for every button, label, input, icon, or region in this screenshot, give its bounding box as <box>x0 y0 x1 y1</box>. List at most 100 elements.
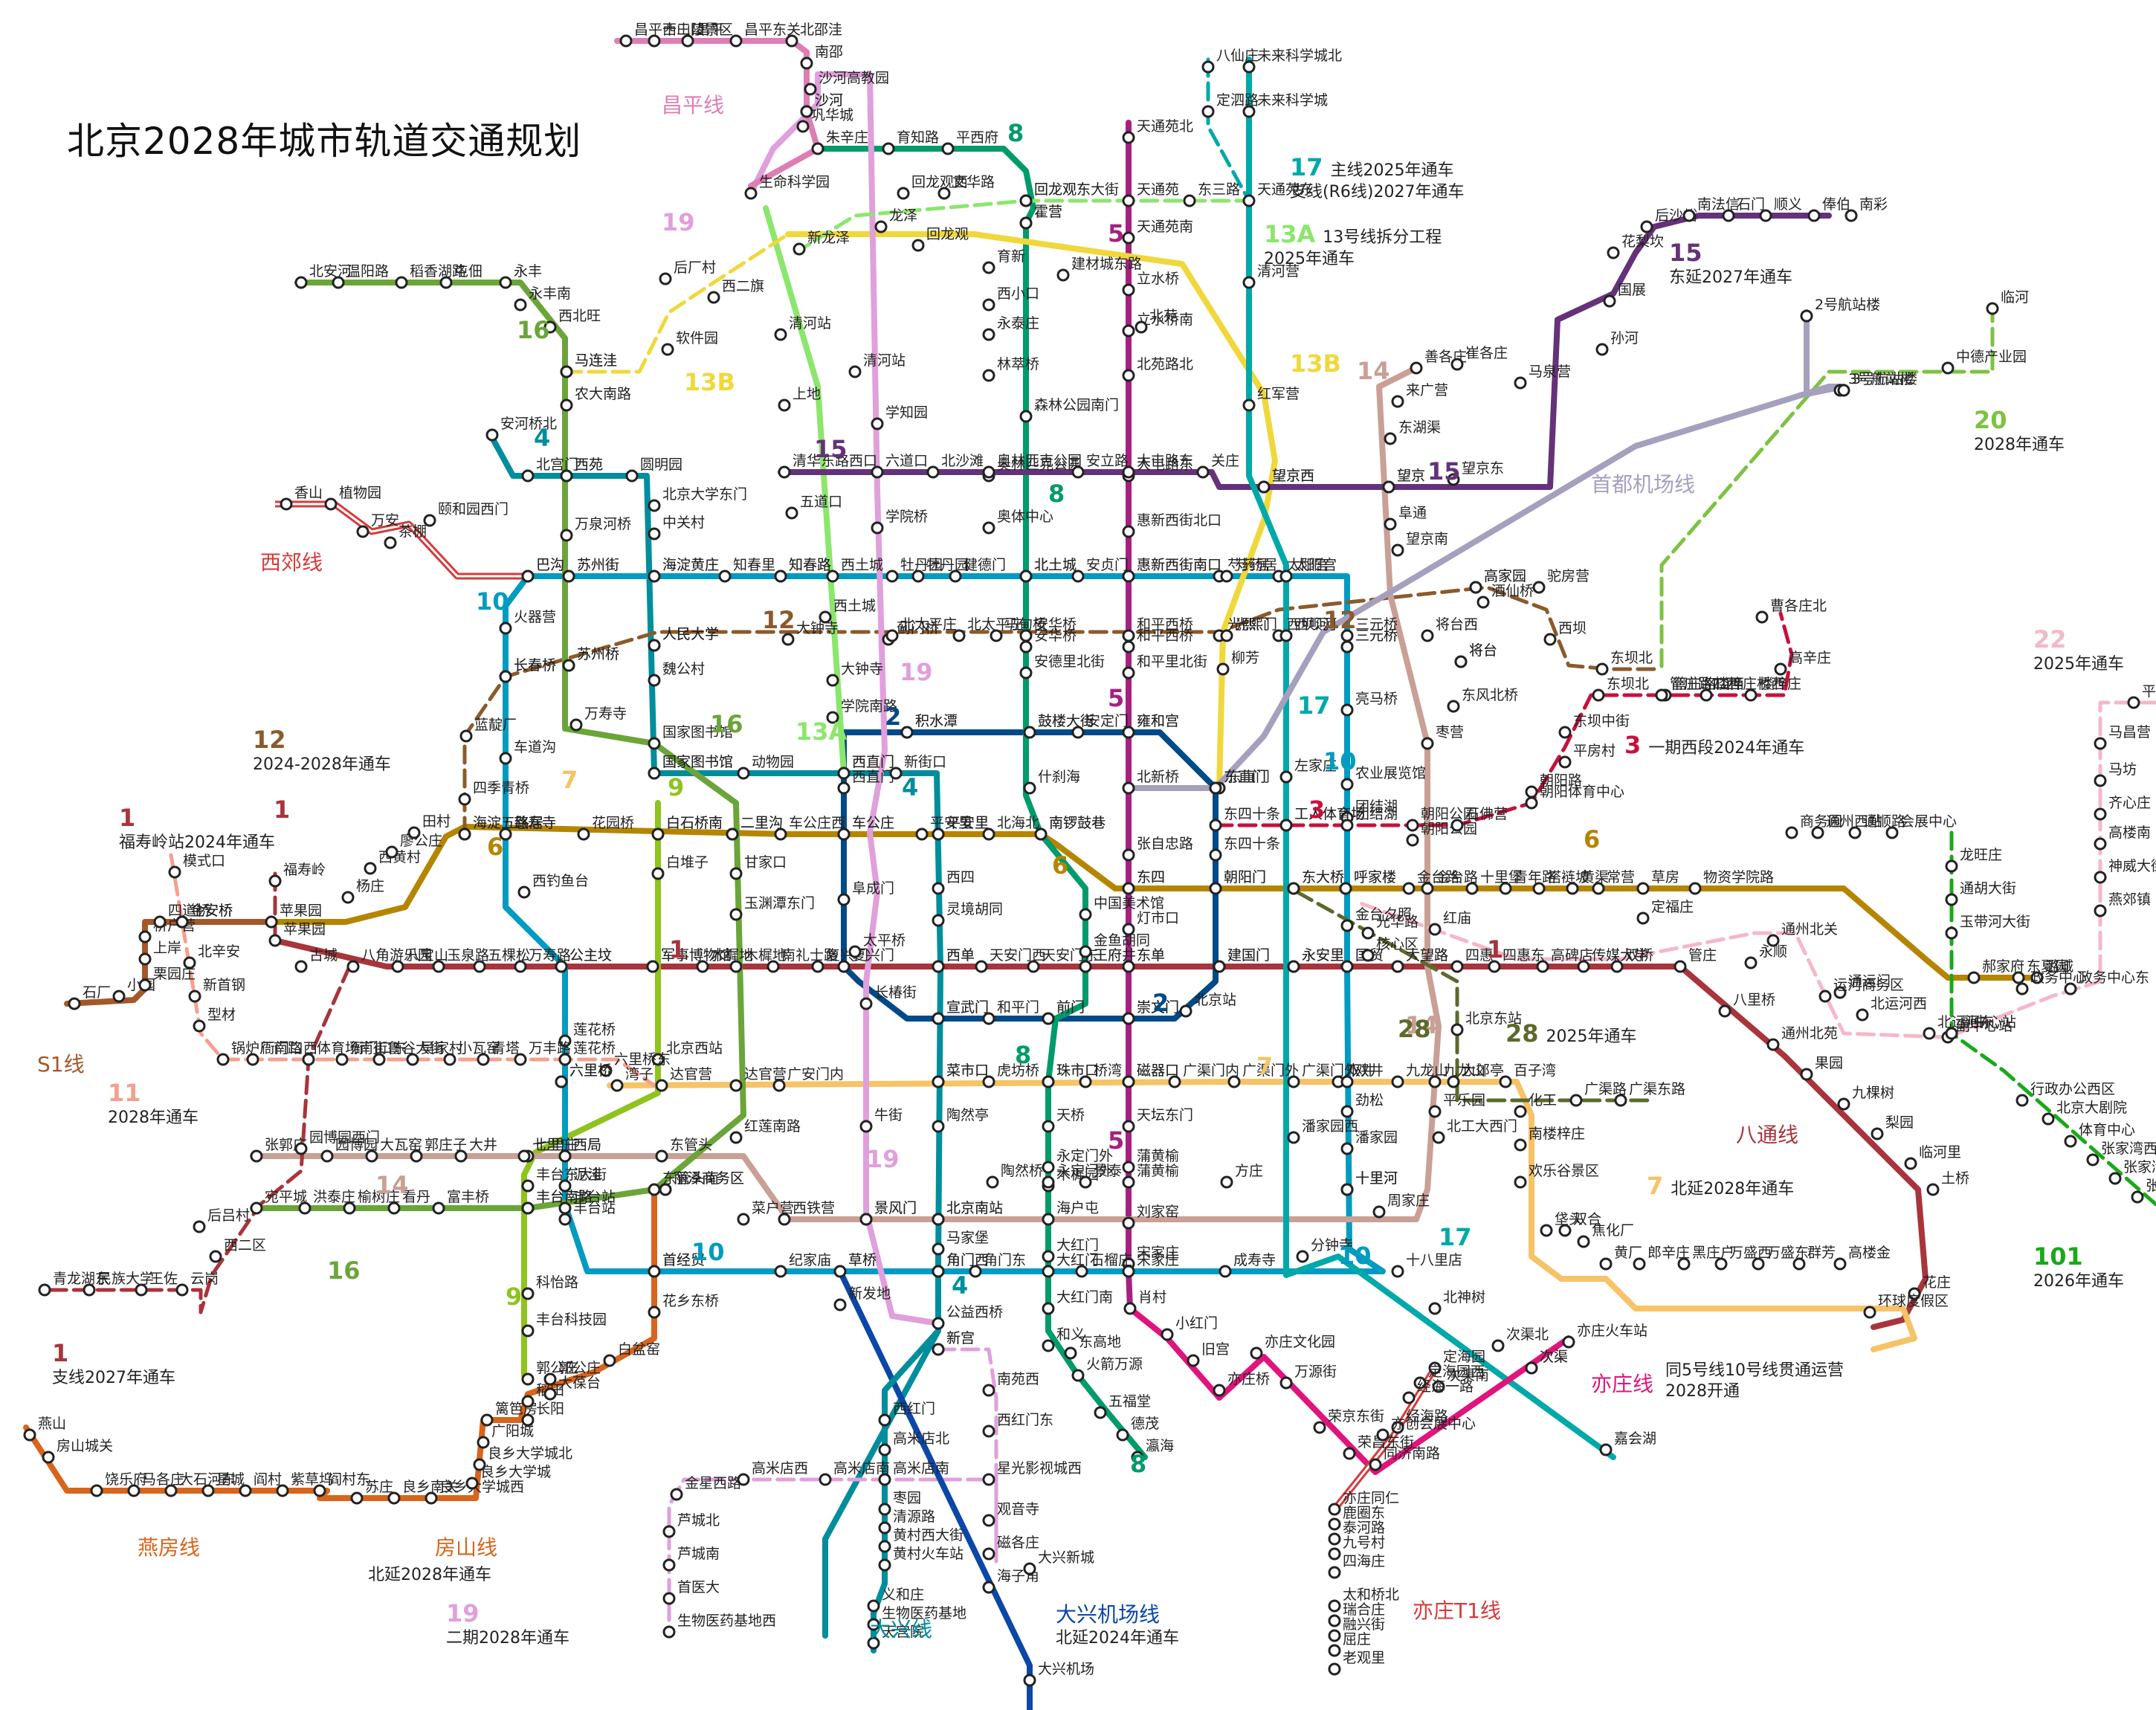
station-marker[interactable] <box>1296 1250 1309 1263</box>
station-marker[interactable] <box>1220 570 1233 583</box>
station-marker[interactable] <box>1122 848 1135 862</box>
station-marker[interactable] <box>1369 1458 1382 1471</box>
station-marker[interactable] <box>1923 1027 1936 1040</box>
station-marker[interactable] <box>38 1283 51 1297</box>
station-marker[interactable] <box>781 633 795 646</box>
station-marker[interactable] <box>1640 220 1653 233</box>
station-marker[interactable] <box>558 1053 572 1066</box>
station-marker[interactable] <box>793 242 806 256</box>
station-marker[interactable] <box>183 956 196 969</box>
station-marker[interactable] <box>859 1213 873 1226</box>
station-marker[interactable] <box>1382 480 1395 494</box>
station-marker[interactable] <box>932 914 945 927</box>
station-marker[interactable] <box>1023 1562 1036 1575</box>
station-marker[interactable] <box>1476 596 1490 609</box>
station-marker[interactable] <box>1340 1105 1354 1118</box>
station-marker[interactable] <box>737 1213 750 1226</box>
station-marker[interactable] <box>335 1053 349 1066</box>
station-marker[interactable] <box>560 365 573 378</box>
station-marker[interactable] <box>153 915 167 929</box>
station-marker[interactable] <box>1376 1428 1390 1442</box>
station-marker[interactable] <box>276 1484 289 1497</box>
station-marker[interactable] <box>385 845 398 859</box>
station-marker[interactable] <box>982 1425 995 1438</box>
station-marker[interactable] <box>1599 1257 1613 1271</box>
station-marker[interactable] <box>473 1458 486 1471</box>
station-marker[interactable] <box>646 960 659 973</box>
station-marker[interactable] <box>1837 384 1850 397</box>
station-marker[interactable] <box>696 960 709 973</box>
station-marker[interactable] <box>1577 1235 1590 1248</box>
station-marker[interactable] <box>774 328 787 341</box>
station-marker[interactable] <box>878 1503 891 1516</box>
station-marker[interactable] <box>2131 1190 2144 1204</box>
station-marker[interactable] <box>521 1395 535 1408</box>
station-marker[interactable] <box>885 570 899 583</box>
station-marker[interactable] <box>915 827 929 841</box>
station-marker[interactable] <box>543 1372 557 1386</box>
station-marker[interactable] <box>1287 960 1300 973</box>
station-marker[interactable] <box>1402 1391 1416 1404</box>
station-marker[interactable] <box>1465 882 1479 895</box>
station-marker[interactable] <box>1179 1004 1192 1018</box>
station-marker[interactable] <box>1056 268 1070 282</box>
station-marker[interactable] <box>514 960 527 973</box>
station-marker[interactable] <box>1242 399 1256 412</box>
station-marker[interactable] <box>168 865 181 879</box>
station-marker[interactable] <box>1785 826 1798 839</box>
station-marker[interactable] <box>655 1149 668 1163</box>
station-marker[interactable] <box>1752 1257 1765 1271</box>
station-marker[interactable] <box>135 1283 148 1297</box>
station-marker[interactable] <box>1543 633 1557 646</box>
station-marker[interactable] <box>1603 294 1616 308</box>
station-marker[interactable] <box>681 34 694 48</box>
station-marker[interactable] <box>521 1287 535 1300</box>
station-marker[interactable] <box>1525 785 1538 798</box>
station-marker[interactable] <box>1122 369 1135 382</box>
station-marker[interactable] <box>1340 778 1354 791</box>
station-marker[interactable] <box>1595 662 1609 676</box>
station-marker[interactable] <box>662 1558 676 1572</box>
station-marker[interactable] <box>1569 1094 1583 1107</box>
station-marker[interactable] <box>1406 833 1419 847</box>
station-marker[interactable] <box>1447 1075 1460 1088</box>
station-marker[interactable] <box>1019 666 1033 680</box>
station-marker[interactable] <box>982 1547 995 1561</box>
station-marker[interactable] <box>477 1053 490 1066</box>
station-marker[interactable] <box>560 529 573 542</box>
station-marker[interactable] <box>562 659 575 672</box>
station-marker[interactable] <box>932 1012 945 1025</box>
station-marker[interactable] <box>68 997 81 1010</box>
station-marker[interactable] <box>1688 882 1702 895</box>
station-marker[interactable] <box>1019 570 1033 583</box>
station-marker[interactable] <box>1122 1012 1135 1025</box>
station-marker[interactable] <box>458 827 471 841</box>
station-marker[interactable] <box>1122 726 1135 739</box>
station-marker[interactable] <box>1514 1105 1527 1118</box>
station-marker[interactable] <box>826 570 839 583</box>
station-marker[interactable] <box>982 298 995 312</box>
station-marker[interactable] <box>1908 1287 1921 1300</box>
station-marker[interactable] <box>800 57 813 70</box>
station-marker[interactable] <box>313 1484 326 1497</box>
station-marker[interactable] <box>1079 908 1092 921</box>
station-marker[interactable] <box>778 399 791 412</box>
station-marker[interactable] <box>1042 1250 1055 1263</box>
station-marker[interactable] <box>982 328 995 341</box>
station-marker[interactable] <box>1361 949 1375 962</box>
station-marker[interactable] <box>2015 982 2029 996</box>
station-marker[interactable] <box>1019 640 1033 654</box>
station-marker[interactable] <box>302 1053 315 1066</box>
station-marker[interactable] <box>514 298 527 312</box>
station-marker[interactable] <box>1042 1120 1055 1133</box>
station-marker[interactable] <box>648 34 661 48</box>
station-marker[interactable] <box>1391 1265 1404 1278</box>
station-marker[interactable] <box>952 629 966 642</box>
station-marker[interactable] <box>1201 60 1215 74</box>
station-marker[interactable] <box>774 1265 787 1278</box>
station-marker[interactable] <box>372 1053 386 1066</box>
station-marker[interactable] <box>949 570 962 583</box>
station-marker[interactable] <box>1361 926 1375 940</box>
station-marker[interactable] <box>1558 1224 1572 1237</box>
station-marker[interactable] <box>837 827 851 841</box>
